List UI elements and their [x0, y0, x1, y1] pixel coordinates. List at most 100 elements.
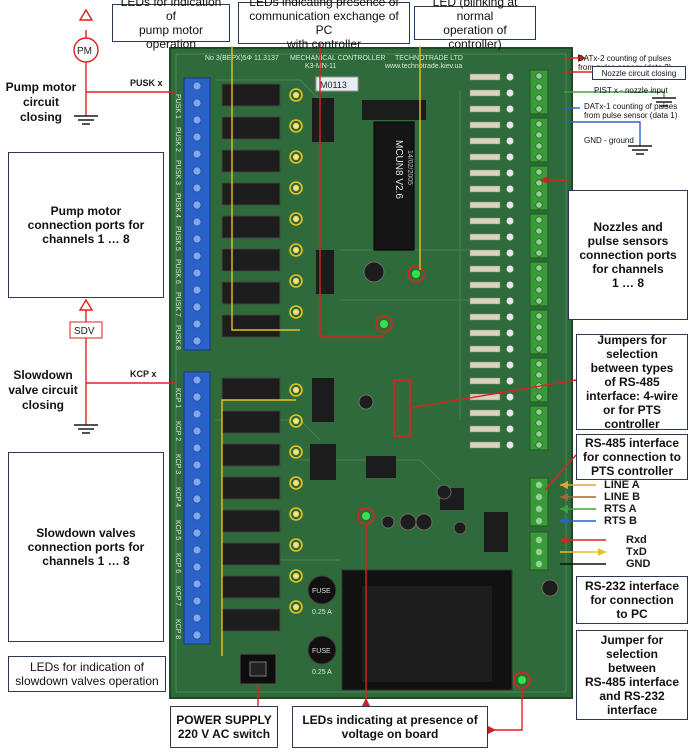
resistor — [469, 361, 501, 369]
valve-relay — [221, 377, 281, 401]
terminal-screw — [192, 81, 202, 91]
terminal-screw — [535, 190, 543, 198]
resistor — [469, 105, 501, 113]
datx1-label: DATx-1 counting of pulses from pulse sen… — [584, 102, 678, 120]
terminal-screw — [535, 393, 543, 401]
terminal-screw — [192, 443, 202, 453]
pusk-x-label: PUSK x — [130, 78, 163, 88]
indicator-led — [506, 185, 514, 193]
pump-led — [293, 154, 299, 160]
pump-led — [293, 123, 299, 129]
terminal-screw — [192, 319, 202, 329]
rxd-label: Rxd — [626, 534, 647, 546]
terminal-screw — [192, 528, 202, 538]
nozzle-terminal-block — [529, 261, 549, 307]
gnd-label: GND - ground — [584, 136, 634, 145]
valve-led-ring — [289, 600, 303, 614]
terminal-screw — [535, 430, 543, 438]
gnd2-label: GND — [626, 558, 651, 570]
valve-led-ring — [289, 414, 303, 428]
terminal-screw — [535, 227, 543, 235]
pump-relay — [221, 116, 281, 140]
terminal-screw — [192, 217, 202, 227]
fuse-1 — [307, 575, 337, 605]
terminal-screw — [192, 511, 202, 521]
pump-led-ring — [289, 212, 303, 226]
terminal-screw — [192, 251, 202, 261]
valve-led — [293, 480, 299, 486]
nozzle-terminal-block — [529, 117, 549, 163]
pcb-title-1: MECHANICAL CONTROLLER — [290, 55, 385, 62]
fuse-2 — [307, 635, 337, 665]
valve-relay — [221, 443, 281, 467]
indicator-led — [506, 169, 514, 177]
rs485-box: RS-485 interface for connection to PTS c… — [576, 434, 688, 480]
terminal-screw — [192, 149, 202, 159]
terminal-screw — [192, 630, 202, 640]
pump-relay — [221, 248, 281, 272]
pcb-maker-2: www.technotrade.kiev.ua — [384, 63, 462, 70]
indicator-led — [506, 313, 514, 321]
resistor — [469, 89, 501, 97]
pusk-port-label: PUSK 2 — [174, 127, 181, 152]
blink-led-box: LED (blinking at normal operation of con… — [414, 0, 536, 51]
pusk-port-label: PUSK 5 — [174, 226, 181, 251]
valve-led — [293, 573, 299, 579]
resistor — [469, 409, 501, 417]
terminal-screw — [535, 493, 543, 501]
terminal-screw — [535, 323, 543, 331]
indicator-led — [506, 345, 514, 353]
power-switch — [239, 653, 277, 685]
comm-leds-box: LEDs indicating presence of communicatio… — [238, 0, 410, 51]
indicator-led — [506, 297, 514, 305]
pusk-port-label: PUSK 1 — [174, 94, 181, 119]
terminal-screw — [535, 179, 543, 187]
terminal-screw — [535, 131, 543, 139]
indicator-led — [506, 361, 514, 369]
rs485-terminal-block — [529, 477, 549, 527]
pump-led-ring — [289, 274, 303, 288]
pusk-port-label: PUSK 7 — [174, 292, 181, 317]
terminal-screw — [535, 297, 543, 305]
terminal-screw — [535, 264, 543, 272]
pist-label: PIST x - nozzle input — [594, 86, 668, 95]
pump-led — [293, 247, 299, 253]
pcb-maker-1: TECHNOTRADE LTD — [395, 55, 463, 62]
terminal-screw — [535, 142, 543, 150]
kcp-port-label: KCP 5 — [174, 520, 181, 540]
pump-relay — [221, 83, 281, 107]
slowdown-ports-box: Slowdown valves connection ports for cha… — [8, 452, 164, 642]
pm-label: PM — [77, 46, 92, 57]
terminal-screw — [192, 460, 202, 470]
pump-led — [293, 185, 299, 191]
pump-closing-label: Pump motor circuit closing — [5, 80, 77, 124]
terminal-screw — [192, 613, 202, 623]
nozzle-terminal-block — [529, 165, 549, 211]
rts-a-label: RTS A — [604, 503, 637, 515]
nozzle-terminal-block — [529, 69, 549, 115]
terminal-screw — [535, 153, 543, 161]
terminal-screw — [535, 105, 543, 113]
terminal-screw — [535, 312, 543, 320]
terminal-screw — [192, 494, 202, 504]
indicator-led — [506, 153, 514, 161]
pump-relay — [221, 281, 281, 305]
terminal-screw — [192, 132, 202, 142]
terminal-screw — [535, 560, 543, 568]
pusk-port-label: PUSK 8 — [174, 325, 181, 350]
terminal-screw — [192, 375, 202, 385]
resistor — [469, 249, 501, 257]
terminal-screw — [192, 302, 202, 312]
pump-led-ring — [289, 88, 303, 102]
voltage-leds-box: LEDs indicating at presence of voltage o… — [292, 706, 488, 748]
mcu-chip — [373, 121, 415, 251]
sticker-label: M0113 — [320, 80, 347, 90]
indicator-led — [506, 217, 514, 225]
valve-led — [293, 387, 299, 393]
terminal-screw — [192, 285, 202, 295]
terminal-screw — [535, 216, 543, 224]
resistor — [469, 201, 501, 209]
terminal-screw — [535, 83, 543, 91]
indicator-led — [506, 329, 514, 337]
